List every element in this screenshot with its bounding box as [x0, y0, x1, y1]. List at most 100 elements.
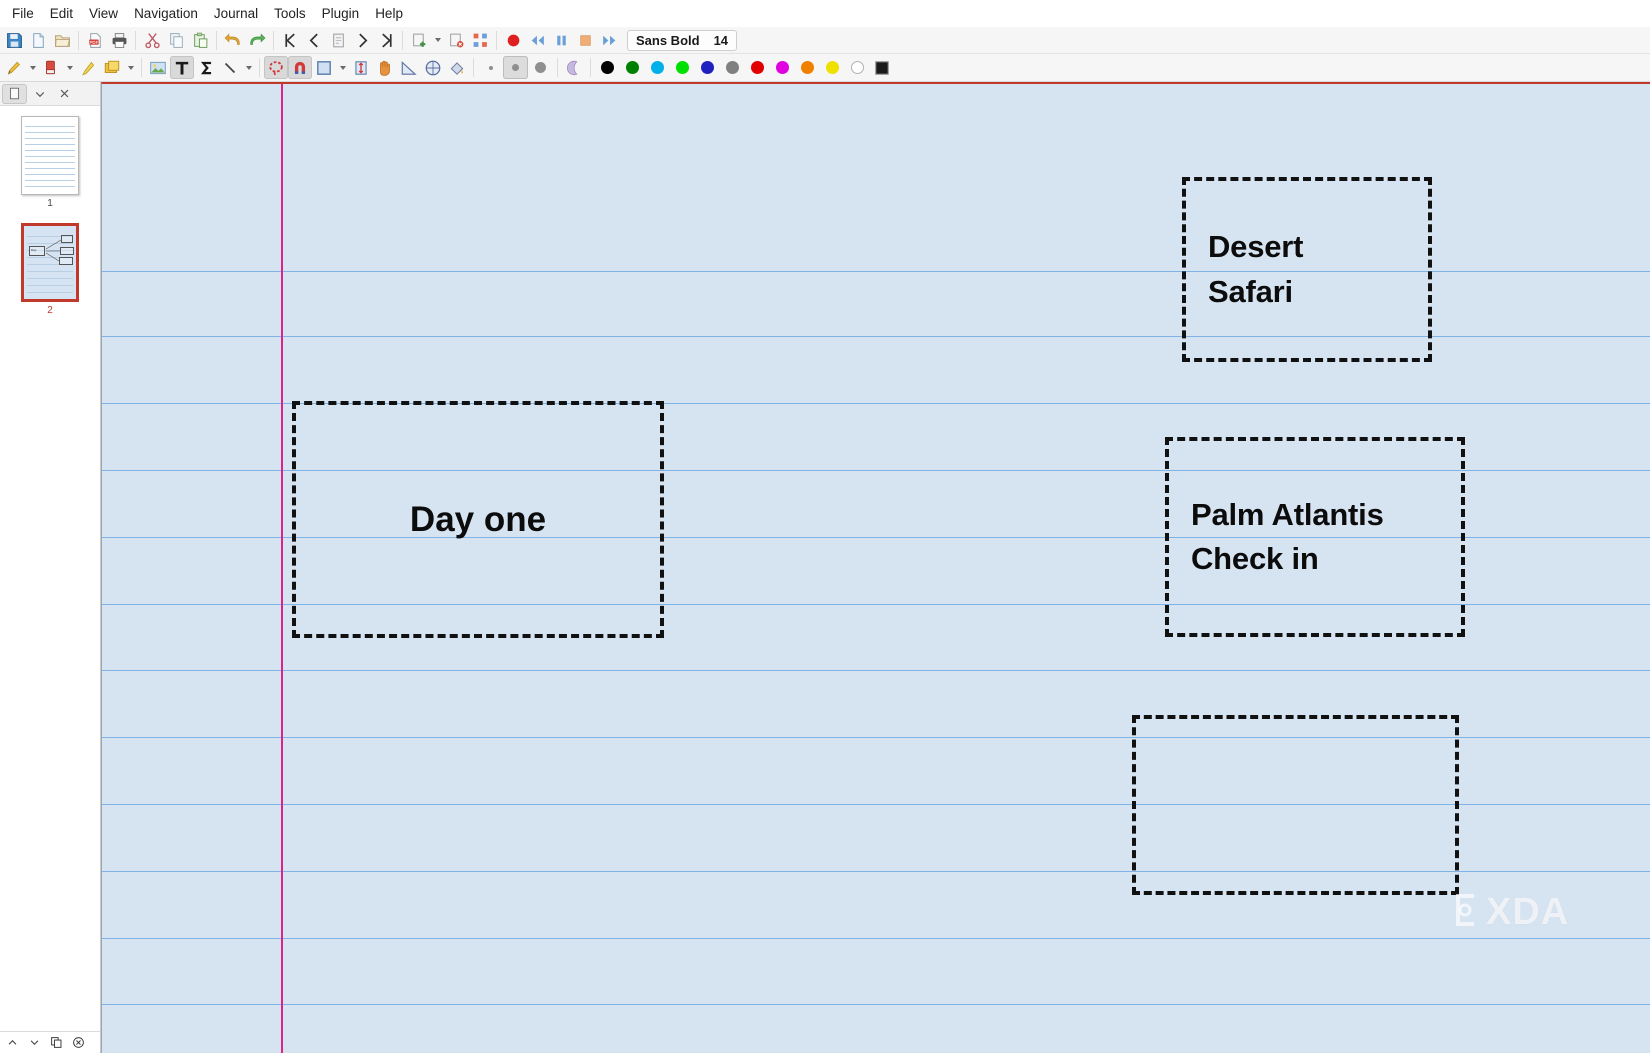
cut-button[interactable] [140, 29, 164, 52]
color-gray-swatch [726, 61, 739, 74]
page-thumbnail-2[interactable]: Day 2 [0, 223, 100, 316]
sticky-note-icon[interactable] [100, 56, 124, 79]
new-button[interactable] [26, 29, 50, 52]
svg-text:PDF: PDF [89, 39, 98, 44]
color-white[interactable] [845, 56, 870, 79]
pause-button[interactable] [549, 29, 573, 52]
xda-watermark: XDA [1452, 886, 1602, 945]
page-thumbnail-1-preview[interactable] [21, 116, 79, 195]
paste-button[interactable] [188, 29, 212, 52]
image-icon[interactable] [146, 56, 170, 79]
forward-button[interactable] [597, 29, 621, 52]
thickness-fine-dot [488, 65, 493, 70]
highlighter-icon[interactable] [76, 56, 100, 79]
color-magenta[interactable] [770, 56, 795, 79]
highlighter-options-dropdown-icon[interactable] [124, 56, 137, 79]
note-page[interactable]: Day one Desert Safari Palm Atlantis Chec… [102, 84, 1650, 1053]
export-pdf-button[interactable]: PDF [83, 29, 107, 52]
lasso-select-icon[interactable] [264, 56, 288, 79]
duplicate-page-button[interactable] [46, 1034, 66, 1052]
color-lime[interactable] [670, 56, 695, 79]
shape-options-dropdown-icon[interactable] [242, 56, 255, 79]
select-options-dropdown-icon[interactable] [336, 56, 349, 79]
color-blue[interactable] [695, 56, 720, 79]
menu-view[interactable]: View [89, 6, 119, 21]
set-square-icon[interactable] [397, 56, 421, 79]
undo-button[interactable] [221, 29, 245, 52]
page-thumbnail-list[interactable]: 1 Day [0, 106, 100, 1031]
node-palm-atlantis-text: Palm Atlantis Check in [1191, 496, 1384, 576]
rect-select-icon[interactable] [312, 56, 336, 79]
menu-journal[interactable]: Journal [213, 6, 259, 21]
print-button[interactable] [107, 29, 131, 52]
scroll-down-button[interactable] [24, 1034, 44, 1052]
menu-navigation[interactable]: Navigation [134, 6, 198, 21]
insert-page-dropdown-icon[interactable] [431, 29, 444, 52]
thickness-thick[interactable] [528, 56, 553, 79]
stop-button[interactable] [573, 29, 597, 52]
menu-bar: File Edit View Navigation Journal Tools … [0, 0, 1650, 27]
node-empty[interactable] [1132, 715, 1459, 895]
close-x-icon[interactable] [53, 84, 75, 104]
page-preview-icon[interactable] [2, 83, 27, 104]
font-selector[interactable]: Sans Bold 14 [627, 29, 738, 51]
menu-edit[interactable]: Edit [49, 6, 74, 21]
thumb-rule-lines [22, 117, 78, 194]
compass-icon[interactable] [421, 56, 445, 79]
node-day-one[interactable]: Day one [292, 401, 664, 638]
moon-shape-icon[interactable] [562, 56, 586, 79]
chevron-down-icon[interactable] [29, 84, 51, 104]
menu-plugin[interactable]: Plugin [321, 6, 360, 21]
color-orange[interactable] [795, 56, 820, 79]
page-options-button[interactable] [68, 1034, 88, 1052]
open-button[interactable] [50, 29, 74, 52]
delete-page-button[interactable] [444, 29, 468, 52]
previous-page-button[interactable] [302, 29, 326, 52]
menu-tools[interactable]: Tools [274, 6, 306, 21]
redo-button[interactable] [245, 29, 269, 52]
color-red[interactable] [745, 56, 770, 79]
rewind-button[interactable] [525, 29, 549, 52]
menu-help[interactable]: Help [375, 6, 403, 21]
sigma-icon[interactable] [194, 56, 218, 79]
line-icon[interactable] [218, 56, 242, 79]
color-lime-swatch [676, 61, 689, 74]
scroll-up-button[interactable] [2, 1034, 22, 1052]
pen-options-dropdown-icon[interactable] [26, 56, 39, 79]
color-picker-button[interactable] [870, 56, 894, 79]
insert-page-button[interactable] [407, 29, 431, 52]
sidebar-panel: 1 Day [0, 82, 101, 1053]
vertical-space-icon[interactable] [349, 56, 373, 79]
color-cyan[interactable] [645, 56, 670, 79]
magnet-select-icon[interactable] [288, 56, 312, 79]
goto-page-button[interactable] [326, 29, 350, 52]
page-thumbnail-1[interactable]: 1 [0, 116, 100, 209]
canvas-viewport[interactable]: Day one Desert Safari Palm Atlantis Chec… [101, 82, 1650, 1053]
color-gray[interactable] [720, 56, 745, 79]
toolbar-separator [78, 30, 79, 50]
eraser-icon[interactable] [39, 56, 63, 79]
color-black[interactable] [595, 56, 620, 79]
last-page-button[interactable] [374, 29, 398, 52]
text-T-icon[interactable] [170, 56, 194, 79]
color-yellow[interactable] [820, 56, 845, 79]
toolbar-separator [259, 58, 260, 77]
copy-button[interactable] [164, 29, 188, 52]
record-button[interactable] [501, 29, 525, 52]
eraser-options-dropdown-icon[interactable] [63, 56, 76, 79]
pencil-icon[interactable] [2, 56, 26, 79]
node-desert-safari[interactable]: Desert Safari [1182, 177, 1432, 362]
hand-icon[interactable] [373, 56, 397, 79]
color-green[interactable] [620, 56, 645, 79]
next-page-button[interactable] [350, 29, 374, 52]
node-palm-atlantis[interactable]: Palm Atlantis Check in [1165, 437, 1465, 637]
save-button[interactable] [2, 29, 26, 52]
menu-file[interactable]: File [12, 6, 34, 21]
first-page-button[interactable] [278, 29, 302, 52]
page-thumbnail-2-preview[interactable]: Day [21, 223, 79, 302]
thickness-fine[interactable] [478, 56, 503, 79]
thickness-medium[interactable] [503, 56, 528, 79]
manage-toolbars-button[interactable] [468, 29, 492, 52]
paint-fill-icon[interactable] [445, 56, 469, 79]
color-black-swatch [601, 61, 614, 74]
